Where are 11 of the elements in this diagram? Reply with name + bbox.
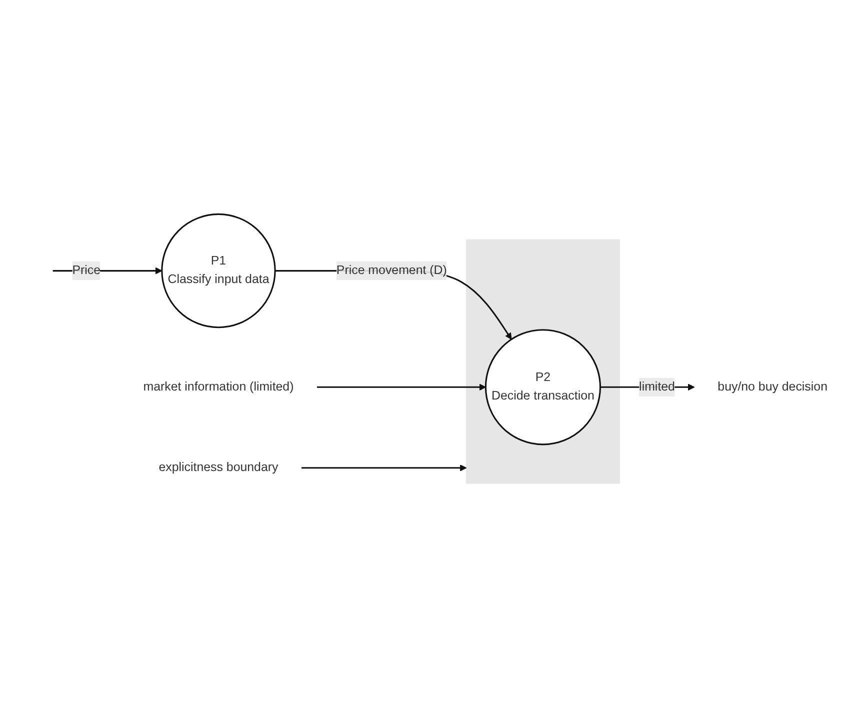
arrow	[317, 384, 486, 391]
node-text: market information (limited)	[143, 380, 294, 394]
node-text: buy/no buy decision	[718, 380, 828, 394]
node-circle: P2 Decide transaction	[484, 329, 602, 446]
cluster	[466, 239, 620, 484]
edge-label: Price	[72, 264, 101, 277]
node-text: explicitness boundary	[158, 460, 278, 474]
edge-label: Price movement (D)	[336, 264, 447, 277]
arrow	[302, 464, 467, 472]
edge-label: limited	[639, 380, 675, 394]
node-circle: P1 Classify input data	[161, 213, 276, 328]
